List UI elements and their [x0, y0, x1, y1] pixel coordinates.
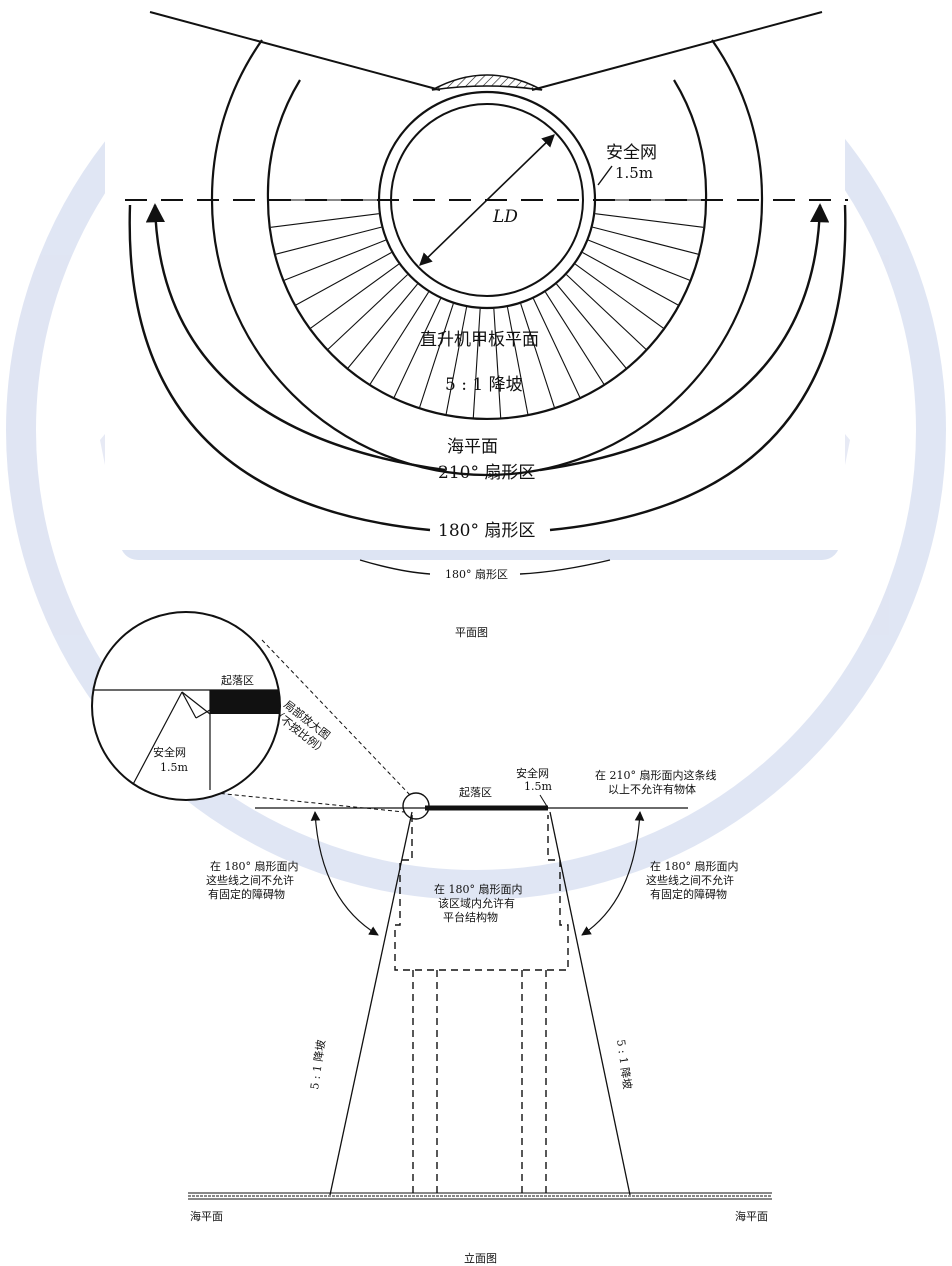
- line-210-note-2: 以上不允许有物体: [608, 782, 696, 796]
- slope-ray: [472, 308, 481, 418]
- slope-left-label: 5 : 1 降坡: [307, 1039, 328, 1091]
- plan-deck-plane-label: 直升机甲板平面: [420, 330, 539, 350]
- slope-right-label: 5 : 1 降坡: [614, 1038, 635, 1090]
- slope-ray: [592, 226, 699, 255]
- slope-ray: [582, 252, 679, 306]
- slope-ray: [544, 291, 605, 385]
- edge-detail-circle: [402, 792, 430, 820]
- slope-ray: [506, 306, 529, 415]
- inset-safety-net-width: 1.5m: [160, 761, 188, 774]
- plan-sea-level-label: 海平面: [447, 437, 498, 457]
- sea-level-arc: [210, 199, 764, 477]
- slope-ray: [284, 239, 386, 281]
- slope-ray: [310, 263, 400, 329]
- elevation-view: [185, 639, 772, 1200]
- left-note-3: 有固定的障碍物: [208, 887, 285, 901]
- slope-ray: [275, 226, 382, 255]
- landing-zone-label: 起落区: [459, 786, 492, 799]
- right-note-2: 这些线之间不允许: [646, 873, 734, 887]
- slope-rays: [269, 199, 705, 418]
- plan-sector-180-label: 180° 扇形区: [438, 521, 535, 541]
- slope-ray: [445, 306, 468, 415]
- right-note-1: 在 180° 扇形面内: [650, 859, 739, 873]
- sea-level-left: 海平面: [190, 1209, 223, 1223]
- inset-safety-net-label: 安全网: [153, 745, 186, 759]
- slope-ray: [347, 283, 418, 369]
- inset-landing-zone-label: 起落区: [221, 674, 254, 687]
- center-note-2: 该区域内允许有: [438, 896, 515, 910]
- slope-ray: [270, 213, 379, 228]
- ld-arrow: [419, 134, 555, 266]
- safety-net-label: 安全网: [516, 766, 549, 780]
- right-note-3: 有固定的障碍物: [650, 887, 727, 901]
- slope-ray: [493, 308, 502, 418]
- slope-ray: [532, 298, 581, 398]
- slope-ray: [588, 239, 690, 281]
- slope-ray: [574, 263, 664, 329]
- plan-view: [125, 11, 848, 575]
- slope-ray: [393, 298, 442, 398]
- left-note-1: 在 180° 扇形面内: [210, 859, 299, 873]
- center-note-1: 在 180° 扇形面内: [434, 882, 523, 896]
- sea-level-right: 海平面: [735, 1209, 768, 1223]
- plan-slope-label: 5 : 1 降坡: [445, 375, 523, 395]
- plan-sector-210-label: 210° 扇形区: [438, 463, 535, 483]
- plan-diameter-label: LD: [492, 207, 518, 227]
- plan-safety-net-label: 安全网: [606, 143, 657, 163]
- slope-ray: [419, 303, 454, 408]
- safety-net-width: 1.5m: [524, 780, 552, 793]
- magnified-inset: [91, 611, 281, 801]
- left-note-2: 这些线之间不允许: [206, 873, 294, 887]
- slope-ray: [566, 274, 647, 350]
- slope-arc: [266, 199, 708, 421]
- slope-ray: [556, 283, 627, 369]
- slope-ray: [369, 291, 430, 385]
- plan-caption: 平面图: [455, 626, 488, 639]
- center-note-3: 平台结构物: [443, 910, 498, 924]
- sector-210-right: [539, 203, 830, 472]
- sector-210-left: [145, 203, 446, 472]
- line-210-note-1: 在 210° 扇形面内这条线: [595, 768, 717, 782]
- elevation-caption: 立面图: [464, 1251, 497, 1265]
- plan-sector-180-small-label: 180° 扇形区: [445, 567, 508, 581]
- slope-ray: [520, 303, 555, 408]
- slope-ray: [327, 274, 408, 350]
- slope-ray: [595, 213, 704, 228]
- slope-ray: [295, 252, 392, 306]
- plan-safety-net-width: 1.5m: [615, 164, 653, 182]
